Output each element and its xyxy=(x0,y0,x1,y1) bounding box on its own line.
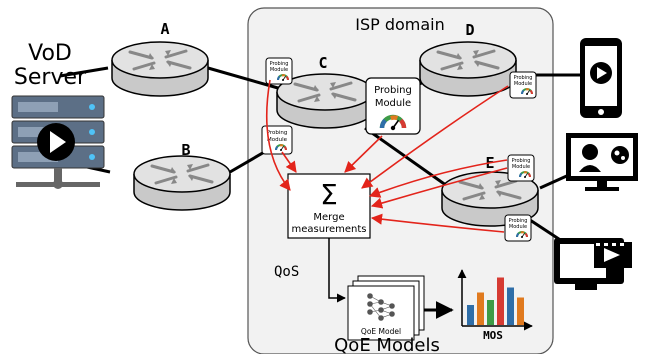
vod-server-label-line1: VoD xyxy=(28,41,72,66)
svg-text:Probing: Probing xyxy=(514,75,533,81)
svg-text:Probing: Probing xyxy=(267,130,288,136)
neural-network-icon xyxy=(367,293,395,321)
svg-text:Module: Module xyxy=(512,164,530,170)
qoe-model-label: QoE Model xyxy=(361,327,401,336)
tv-video-icon xyxy=(554,238,632,290)
svg-text:Merge: Merge xyxy=(313,212,344,223)
mos-bar xyxy=(467,305,474,325)
svg-text:measurements: measurements xyxy=(292,224,367,235)
router-d: D xyxy=(418,21,518,98)
svg-text:Probing: Probing xyxy=(374,85,412,96)
probing-module-a: Probing Module xyxy=(265,57,293,85)
probing-module-d: Probing Module xyxy=(509,71,537,99)
mos-bar xyxy=(497,277,504,325)
vod-server: VoD Server xyxy=(11,41,105,189)
play-icon xyxy=(37,123,75,161)
mos-bar xyxy=(477,292,484,325)
router-c-label: C xyxy=(318,54,327,72)
router-b: B xyxy=(132,141,232,212)
svg-text:Module: Module xyxy=(514,81,532,87)
svg-text:Probing: Probing xyxy=(270,61,289,67)
probing-module-b: Probing Module xyxy=(261,125,293,155)
mos-chart xyxy=(457,269,533,331)
sigma-symbol: Σ xyxy=(320,178,338,211)
probing-module-e1: Probing Module xyxy=(507,154,535,182)
vod-server-label-line2: Server xyxy=(14,65,87,90)
video-call-monitor-icon xyxy=(566,133,638,191)
svg-text:Probing: Probing xyxy=(512,158,531,164)
mos-label: MOS xyxy=(483,329,503,342)
router-c: C xyxy=(275,54,375,130)
probing-module-e2: Probing Module xyxy=(504,214,532,242)
merge-measurements-box: Σ Merge measurements xyxy=(287,173,371,239)
router-d-label: D xyxy=(465,21,474,39)
probing-module-c: Probing Module xyxy=(365,77,421,135)
qos-label: QoS xyxy=(274,264,299,280)
mos-bar xyxy=(517,297,524,325)
mos-bar xyxy=(487,300,494,325)
svg-text:Module: Module xyxy=(267,137,288,143)
qoe-model-stack: QoE Model xyxy=(347,275,425,341)
qoe-models-label: QoE Models xyxy=(334,335,440,354)
svg-text:Module: Module xyxy=(270,67,288,73)
router-a-label: A xyxy=(160,20,169,38)
svg-text:Module: Module xyxy=(375,98,411,109)
qos-arrow xyxy=(328,238,346,303)
mos-bar xyxy=(507,287,514,325)
svg-text:Module: Module xyxy=(509,224,527,230)
measurement-arrows xyxy=(265,79,509,233)
svg-text:Probing: Probing xyxy=(509,218,528,224)
isp-domain-label: ISP domain xyxy=(355,15,445,34)
router-b-label: B xyxy=(181,141,190,159)
router-a: A xyxy=(110,20,210,98)
smartphone-icon xyxy=(580,38,622,118)
